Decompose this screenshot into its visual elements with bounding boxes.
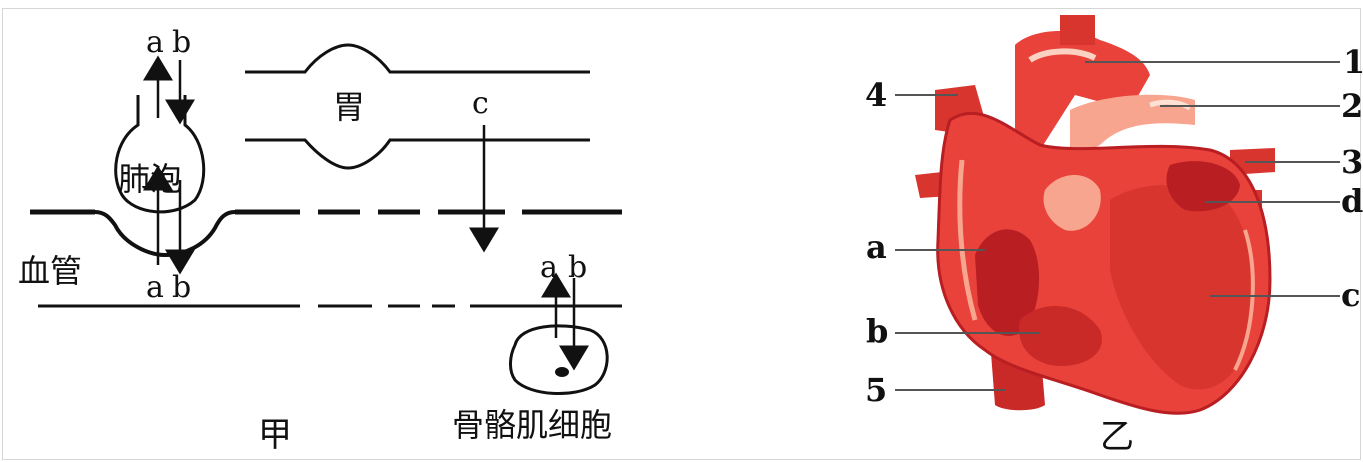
stomach-label: 胃 xyxy=(333,88,365,126)
label-a-bottom: a xyxy=(146,270,164,305)
caption-jia: 甲 xyxy=(258,415,292,455)
label-b-cell: b xyxy=(568,250,587,285)
heart-label-3: 3 xyxy=(1341,143,1363,181)
heart-label-b: b xyxy=(866,312,888,350)
heart-illustration xyxy=(915,15,1275,415)
heart-label-2: 2 xyxy=(1341,87,1363,125)
label-b-top: b xyxy=(172,25,191,60)
label-b-bottom: b xyxy=(172,270,191,305)
heart-label-4: 4 xyxy=(865,76,887,114)
figure-border xyxy=(2,8,1361,460)
diagram-yi: 4 a b 5 1 2 3 d c 乙 xyxy=(865,15,1363,457)
label-a-cell: a xyxy=(540,250,558,285)
heart-label-c: c xyxy=(1341,276,1360,314)
caption-yi: 乙 xyxy=(1100,417,1134,457)
heart-label-1: 1 xyxy=(1343,43,1363,81)
heart-label-5: 5 xyxy=(865,371,887,409)
diagram-jia: 肺泡 a b a b xyxy=(18,25,622,455)
leader-lines xyxy=(895,61,1340,391)
alveolus-label: 肺泡 xyxy=(118,160,182,198)
heart-label-d: d xyxy=(1341,182,1363,220)
label-c: c xyxy=(472,86,489,121)
alveolus xyxy=(94,95,236,258)
muscle-cell-label: 骨骼肌细胞 xyxy=(452,406,612,444)
vessel-label: 血管 xyxy=(18,252,82,290)
stomach xyxy=(245,43,590,170)
muscle-cell xyxy=(509,324,609,395)
label-a-top: a xyxy=(146,25,164,60)
blood-vessel xyxy=(30,209,622,308)
heart-label-a: a xyxy=(866,228,887,266)
